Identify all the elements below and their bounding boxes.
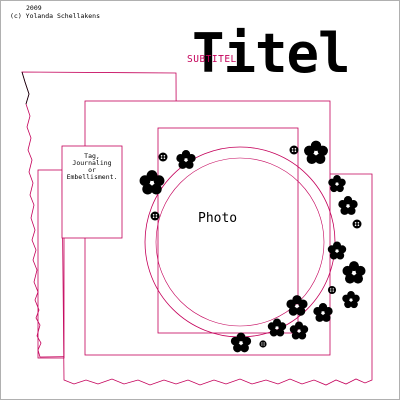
- button-icon: [158, 152, 168, 162]
- page-subtitle: SUBTITEL: [187, 54, 237, 65]
- tag-text-line: Embellisment.: [66, 173, 118, 181]
- copyright-year: 2009: [26, 4, 42, 12]
- button-icon: [352, 219, 362, 229]
- page-title: Titel: [192, 22, 351, 85]
- tag-text-line: Tag,: [84, 152, 100, 160]
- left-strip: [37, 169, 65, 359]
- button-icon: [289, 145, 299, 155]
- button-icon: [327, 285, 337, 295]
- photo-label: Photo: [198, 211, 238, 226]
- button-icon: [259, 340, 267, 348]
- photo-circle-inner: [155, 157, 325, 327]
- button-icon: [150, 211, 160, 221]
- tag-box: [61, 145, 123, 239]
- tag-journaling-text: Tag, Journaling or Embellisment.: [64, 153, 120, 181]
- copyright-line: (c) Yolanda Schellakens: [10, 12, 101, 20]
- tag-text-line: or: [88, 166, 96, 174]
- tag-text-line: Journaling: [72, 159, 112, 167]
